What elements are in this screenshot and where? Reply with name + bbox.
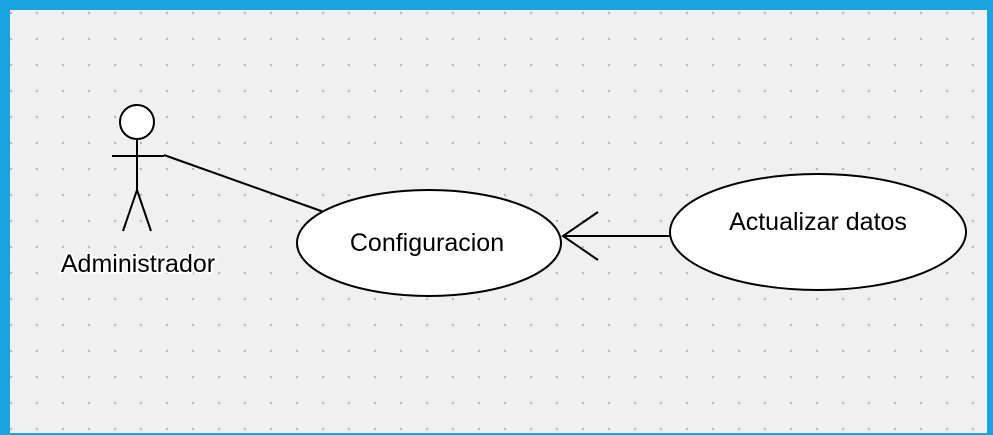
- actor-right-leg: [136, 189, 152, 232]
- use-case-ellipse: [669, 173, 967, 291]
- use-case-label: Actualizar datos: [729, 208, 907, 236]
- dependency-arrow: [561, 211, 670, 261]
- use-case-configuracion[interactable]: Configuracion: [296, 189, 562, 297]
- actor-administrador[interactable]: Administrador: [59, 104, 217, 280]
- actor-head: [119, 104, 155, 140]
- use-case-actualizar-datos[interactable]: Actualizar datos: [669, 173, 967, 291]
- actor-label: Administrador: [61, 250, 215, 278]
- use-case-label: Configuracion: [350, 229, 504, 257]
- actor-left-leg: [122, 189, 138, 232]
- use-case-ellipse: [296, 189, 562, 297]
- association-line: [163, 154, 325, 213]
